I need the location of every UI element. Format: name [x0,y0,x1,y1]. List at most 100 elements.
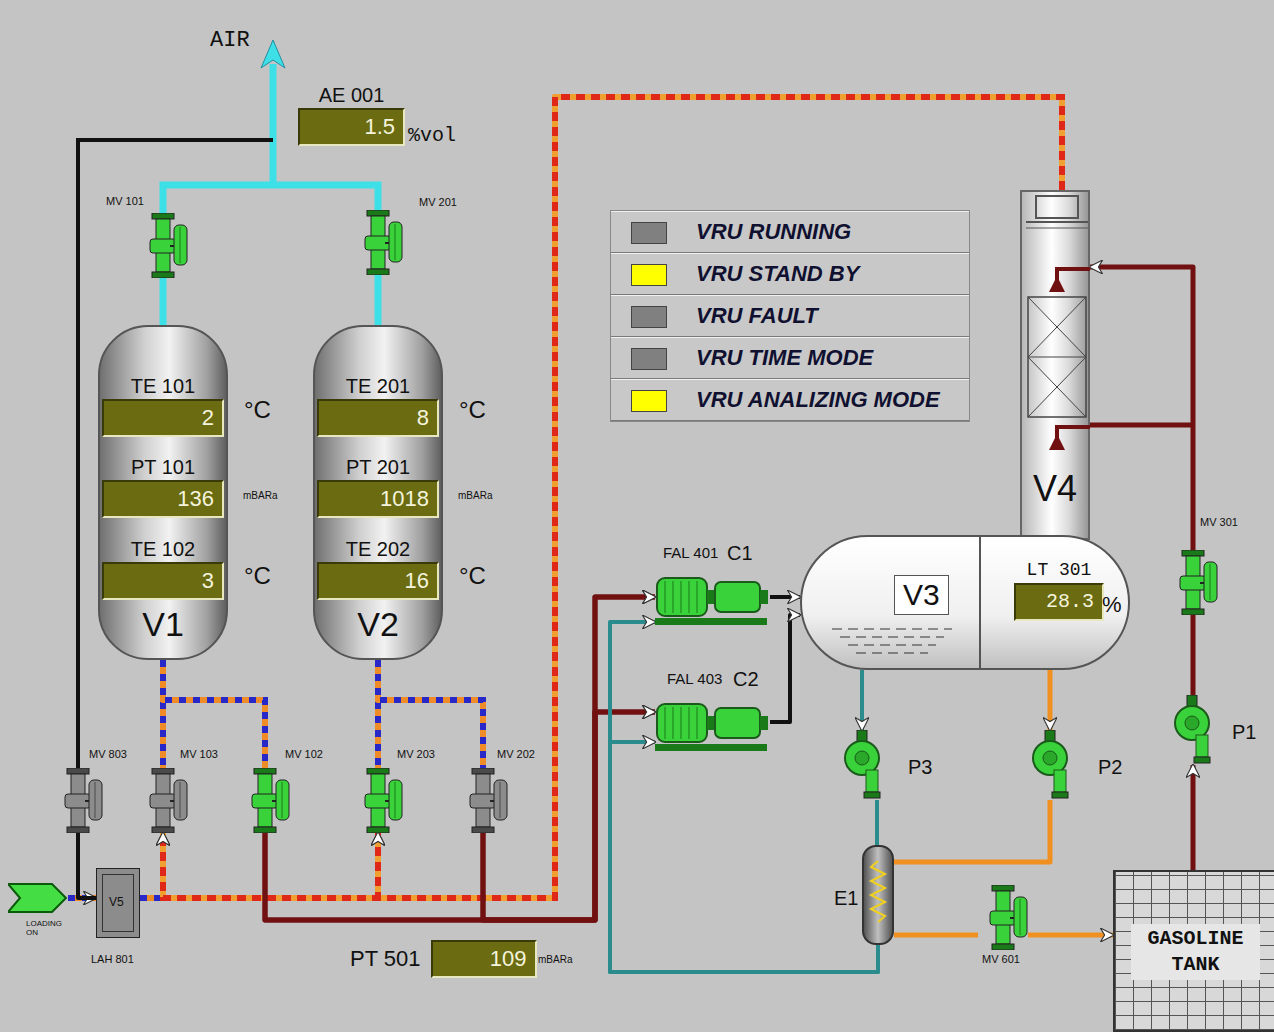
valve-symbol [1168,550,1218,615]
unit-label: °C [244,396,271,424]
valve-symbol: MV 101 [138,213,188,278]
indicator-display: PT 501 109 [350,940,537,978]
pipe-connector [163,660,265,768]
pipe-connector [1028,935,1113,936]
separator-vessel: V3LT 30128.3 [800,535,1130,670]
tag-label: MV 201 [419,196,457,208]
pipe-connector [140,833,378,898]
valve-symbol: MV 203 [353,768,403,833]
absorbent-pipe [1090,423,1193,428]
tag-label: C2 [733,668,759,691]
pipe-connector [140,833,163,898]
legend-panel: VRU RUNNINGVRU STAND BYVRU FAULTVRU TIME… [610,210,970,422]
valve-symbol [353,768,403,833]
valve-symbol: MV 201 [353,210,403,275]
tag-label: TE 101 [102,373,224,399]
tag-label: TE 202 [317,536,439,562]
pump-symbol [840,730,885,800]
tag-label: LAH 801 [91,953,134,965]
pipe-connector [1193,615,1194,695]
knockout-drum: V5LAH 801 [96,868,140,938]
valve-symbol [240,768,290,833]
tag-label: PT 501 [350,946,421,972]
tag-label: MV 202 [497,748,535,760]
pipe-connector [1090,267,1193,550]
tag-label: AE 001 [298,82,405,108]
valve-symbol: MV 601 [978,885,1028,950]
legend-text: VRU TIME MODE [696,345,873,371]
tag-label: P3 [908,756,932,779]
vent-arrow [261,40,285,68]
pump: P1 [1170,695,1215,765]
value-readout: 1.5 [298,108,405,146]
tag-label: MV 301 [1200,516,1238,528]
tag-label: P2 [1098,756,1122,779]
valve-symbol: MV 103 [138,768,188,833]
tag-label: C1 [727,542,753,565]
tag-label: FAL 401 [663,544,718,561]
tag-label: MV 101 [106,195,144,207]
indicator-display: TE 20216 [317,536,439,600]
pipe-connector [378,275,379,325]
tag-label: LOADING ON [26,920,70,938]
pipe-connector [163,278,164,325]
valve-symbol: MV 202 [458,768,508,833]
tag-label: TE 102 [102,536,224,562]
value-readout: 2 [102,399,224,437]
compressor-symbol [655,572,770,627]
legend-row: VRU ANALIZING MODE [611,379,969,421]
tag-label: V1 [100,605,226,644]
tag-label: FAL 403 [667,670,722,687]
vent-pipe [163,185,378,213]
pipe-connector [265,597,655,920]
pump: P3 [840,730,885,800]
value-readout: 1018 [317,480,439,518]
status-swatch [631,348,667,370]
tag-label: TE 201 [317,373,439,399]
valve-symbol: MV 102 [240,768,290,833]
valve-symbol [978,885,1028,950]
tag-label: PT 201 [317,454,439,480]
pipe-connector [894,800,1050,862]
unit-label: mBARa [458,490,492,501]
status-swatch [631,390,667,412]
loading-arrow [8,880,68,916]
compressor-symbol [655,698,770,753]
pipe-connector [894,935,978,936]
value-readout: 3 [102,562,224,600]
legend-text: VRU STAND BY [696,261,859,287]
tag-label: LT 301 [1014,557,1104,583]
heat-exchanger: E1 [862,845,894,945]
valve-symbol [458,768,508,833]
indicator-display: PT 2011018 [317,454,439,518]
pump: P2 [1028,730,1073,800]
bypass-pipe [78,140,273,768]
valve-symbol [353,210,403,275]
status-swatch [631,222,667,244]
tag-label: MV 102 [285,748,323,760]
pipe-connector [610,622,878,972]
tag-label: V3 [894,575,949,615]
indicator-display: TE 2018 [317,373,439,437]
indicator-display: AE 0011.5 [298,82,405,146]
unit-label: % [1102,592,1122,618]
valve-symbol [138,768,188,833]
tag-label: V2 [315,605,441,644]
pipe-connector [1050,670,1051,730]
tag-label: V4 [1022,468,1088,510]
indicator-display: TE 1012 [102,373,224,437]
value-readout: 109 [431,940,537,978]
adsorber-vessel: V1TE 1012PT 101136TE 1023 [98,325,228,660]
tag-label: E1 [834,887,858,910]
unit-label: °C [459,396,486,424]
pipe-connector [163,97,1062,898]
tag-label: P1 [1232,721,1256,744]
tag-label: V5 [109,895,124,909]
valve-symbol: MV 301 [1168,550,1218,615]
legend-row: VRU STAND BY [611,253,969,295]
valve-symbol [53,768,103,833]
pipe-connector [770,615,800,722]
unit-label: °C [459,562,486,590]
pipe-connector [265,712,655,920]
